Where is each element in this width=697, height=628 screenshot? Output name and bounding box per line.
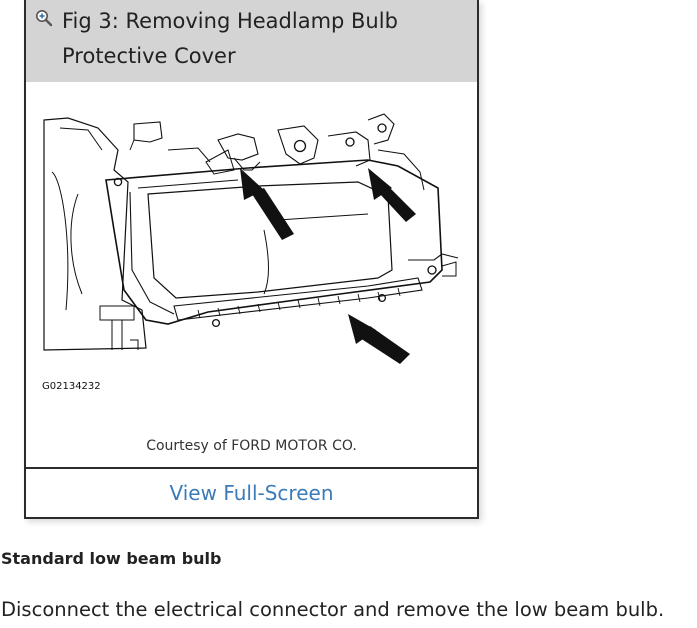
figure-title: Fig 3: Removing Headlamp Bulb Protective… xyxy=(62,4,462,74)
figure-title-line1: Fig 3: Removing Headlamp Bulb xyxy=(62,9,398,33)
zoom-in-icon[interactable] xyxy=(35,9,53,27)
figure-title-line2: Protective Cover xyxy=(62,44,236,68)
figure-card: Fig 3: Removing Headlamp Bulb Protective… xyxy=(24,0,479,519)
figure-header: Fig 3: Removing Headlamp Bulb Protective… xyxy=(26,0,477,82)
headlamp-diagram-image[interactable] xyxy=(38,110,462,400)
instruction-text: Disconnect the electrical connector and … xyxy=(1,598,665,621)
view-full-screen-link[interactable]: View Full-Screen xyxy=(169,481,334,505)
figure-credit: Courtesy of FORD MOTOR CO. xyxy=(146,438,357,454)
section-heading: Standard low beam bulb xyxy=(1,549,222,568)
diagram-code: G02134232 xyxy=(42,381,101,392)
figure-divider xyxy=(26,467,477,469)
